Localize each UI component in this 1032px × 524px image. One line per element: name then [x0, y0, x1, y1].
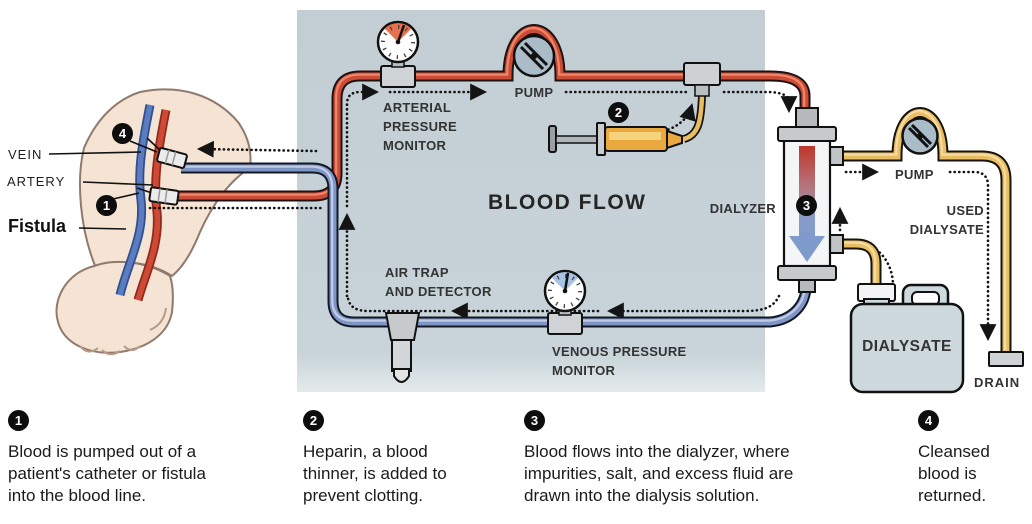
- air-trap-line2: AND DETECTOR: [385, 284, 492, 299]
- vein-catheter: [156, 147, 188, 169]
- step-1-line1: Blood is pumped out of a: [8, 442, 197, 461]
- drain-label: DRAIN: [974, 375, 1021, 390]
- step-3-line3: drawn into the dialysis solution.: [524, 486, 760, 505]
- dialysate-pump-label: PUMP: [895, 167, 934, 182]
- vein-site-badge: 4: [112, 123, 133, 144]
- step-3-badge: 3: [524, 410, 545, 431]
- drain: [988, 351, 1024, 367]
- arterial-monitor-line2: PRESSURE: [383, 119, 457, 134]
- used-dialysate-line2: DIALYSATE: [909, 222, 984, 237]
- heparin-badge: 2: [608, 102, 629, 123]
- step-3-line1: Blood flows into the dialyzer, where: [524, 442, 790, 461]
- venous-pressure-monitor-label: VENOUS PRESSURE MONITOR: [552, 342, 687, 380]
- dialysate-pump: [901, 117, 939, 155]
- arterial-pressure-monitor-label: ARTERIAL PRESSURE MONITOR: [383, 98, 457, 155]
- arterial-pressure-gauge: [376, 20, 420, 88]
- dialyzer: [777, 107, 844, 293]
- step-4: 4 Cleansed blood is returned.: [918, 410, 990, 507]
- dialyzer-badge: 3: [796, 195, 817, 216]
- step-4-badge: 4: [918, 410, 939, 431]
- air-trap-line1: AIR TRAP: [385, 265, 449, 280]
- step-4-line2: blood is: [918, 464, 977, 483]
- step-4-line1: Cleansed: [918, 442, 990, 461]
- vein-label: VEIN: [8, 147, 43, 162]
- step-1-line2: patient's catheter or fistula: [8, 464, 206, 483]
- dialysate-container-label: DIALYSATE: [862, 338, 952, 355]
- step-3: 3 Blood flows into the dialyzer, where i…: [524, 410, 793, 507]
- fistula-label: Fistula: [8, 216, 67, 236]
- venous-monitor-line2: MONITOR: [552, 363, 616, 378]
- step-2: 2 Heparin, a blood thinner, is added to …: [303, 410, 447, 507]
- step-3-line2: impurities, salt, and excess fluid are: [524, 464, 794, 483]
- blood-flow-label: BLOOD FLOW: [488, 191, 647, 214]
- step-1: 1 Blood is pumped out of a patient's cat…: [8, 410, 206, 507]
- heparin-syringe: [548, 122, 683, 156]
- artery-catheter: [148, 186, 180, 206]
- used-dialysate-label: USED DIALYSATE: [884, 201, 984, 239]
- step-2-line2: thinner, is added to: [303, 464, 447, 483]
- blood-pump-label: PUMP: [514, 85, 554, 100]
- step-2-line3: prevent clotting.: [303, 486, 424, 505]
- arterial-monitor-line3: MONITOR: [383, 138, 447, 153]
- step-2-line1: Heparin, a blood: [303, 442, 428, 461]
- dialyzer-label: DIALYZER: [709, 201, 776, 216]
- vein-vessel: [117, 104, 153, 296]
- air-trap-label: AIR TRAP AND DETECTOR: [385, 263, 492, 301]
- air-trap-detector: [384, 312, 421, 383]
- dialysate-container: [849, 283, 965, 394]
- arterial-monitor-line1: ARTERIAL: [383, 100, 452, 115]
- flow-dotted-paths: [148, 83, 997, 342]
- fistula-vessels: [115, 104, 171, 302]
- heparin-port: [683, 62, 721, 97]
- artery-vessel: [135, 109, 169, 301]
- venous-monitor-line1: VENOUS PRESSURE: [552, 344, 687, 359]
- artery-site-badge: 1: [96, 195, 117, 216]
- step-1-badge: 1: [8, 410, 29, 431]
- used-dialysate-line1: USED: [946, 203, 984, 218]
- blood-pump: [512, 34, 556, 78]
- step-1-line3: into the blood line.: [8, 486, 146, 505]
- step-2-badge: 2: [303, 410, 324, 431]
- artery-label: ARTERY: [7, 174, 66, 189]
- venous-pressure-gauge: [543, 269, 587, 335]
- step-4-line3: returned.: [918, 486, 987, 505]
